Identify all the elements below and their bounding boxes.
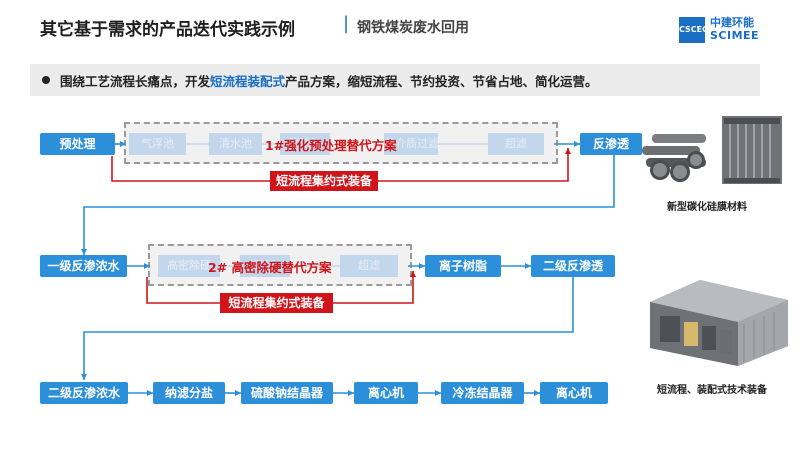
ghost-step-sand-filter: 砂滤池 <box>280 133 330 155</box>
step-centrifuge-2: 离心机 <box>540 382 608 404</box>
title-separator: | <box>343 13 350 34</box>
step-secondary-ro: 二级反渗透 <box>531 255 615 277</box>
step-pretreatment: 预处理 <box>40 133 115 155</box>
page-subtitle: 钢铁煤炭废水回用 <box>357 20 469 36</box>
assembled-equipment-image <box>650 280 788 366</box>
page-title: 其它基于需求的产品迭代实践示例 <box>40 20 295 40</box>
company-logo-icon: CSCEC <box>679 17 708 43</box>
summary-text: 围绕工艺流程长痛点，开发短流程装配式产品方案，缩短流程、节约投资、节省占地、简化… <box>60 74 598 89</box>
step-nanofiltration-salt-separation: 纳滤分盐 <box>153 382 225 404</box>
step-reverse-osmosis: 反渗透 <box>580 133 642 155</box>
equipment-box-2: 短流程集约式装备 <box>220 293 333 313</box>
equipment-box-1: 短流程集约式装备 <box>270 171 378 191</box>
summary-bar <box>30 64 760 96</box>
summary-highlight: 短流程装配式 <box>210 74 286 89</box>
ghost-step-multimedia-filter: 多介质过滤 <box>384 133 439 155</box>
ghost-step-ultrafiltration-2: 超滤 <box>340 255 398 277</box>
step-secondary-ro-concentrate: 二级反渗浓水 <box>40 382 128 404</box>
company-name-cn: 中建环能 <box>710 16 754 29</box>
step-primary-ro-concentrate: 一级反渗浓水 <box>40 255 127 277</box>
bullet-icon <box>42 76 50 84</box>
replacement-label-1: 1#强化预处理替代方案 <box>265 138 397 153</box>
step-sodium-sulfate-crystallizer: 硫酸钠结晶器 <box>241 382 333 404</box>
company-name-en: SCIMEE <box>710 29 760 42</box>
step-ion-resin: 离子树脂 <box>425 255 501 277</box>
membrane-caption: 新型碳化硅膜材料 <box>667 202 747 213</box>
step-freeze-crystallizer: 冷冻结晶器 <box>441 382 524 404</box>
replacement-label-2: 2# 高密除硬替代方案 <box>208 260 332 275</box>
ghost-step-flotation: 气浮池 <box>129 133 186 155</box>
ghost-step-clear-tank: 清水池 <box>209 133 262 155</box>
step-centrifuge-1: 离心机 <box>354 382 418 404</box>
ghost-step-ultrafiltration: 超滤 <box>488 133 544 155</box>
ghost-step-sand-filter-2: 砂滤 <box>240 255 290 277</box>
equipment-caption: 短流程、装配式技术装备 <box>657 385 767 396</box>
ghost-step-high-density-softening: 高密除硬 <box>158 255 220 277</box>
silicon-carbide-membrane-image <box>642 116 782 184</box>
